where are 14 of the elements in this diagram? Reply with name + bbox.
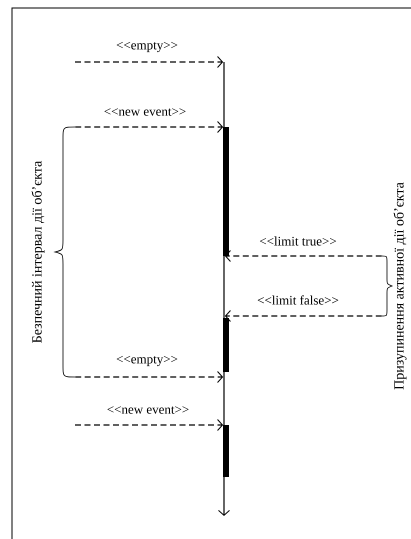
arrow [224,310,382,322]
arrow [75,121,224,133]
side-label: Безпечний інтервал дії об’єкта [32,160,44,343]
edge-label: <<empty>> [116,356,178,366]
edge-label: <<new event>> [104,108,186,116]
arrow [75,56,224,68]
side-label: Призупинення активної дії об’єкта [393,182,407,390]
arrow [75,371,224,383]
edge-label: <<limit false>> [258,295,338,305]
edge-label: <<limit true>> [260,236,336,246]
edge-label: <<empty>> [116,42,178,52]
arrow [224,250,382,262]
arrow [75,419,224,431]
edge-label: <<new event>> [107,406,189,414]
